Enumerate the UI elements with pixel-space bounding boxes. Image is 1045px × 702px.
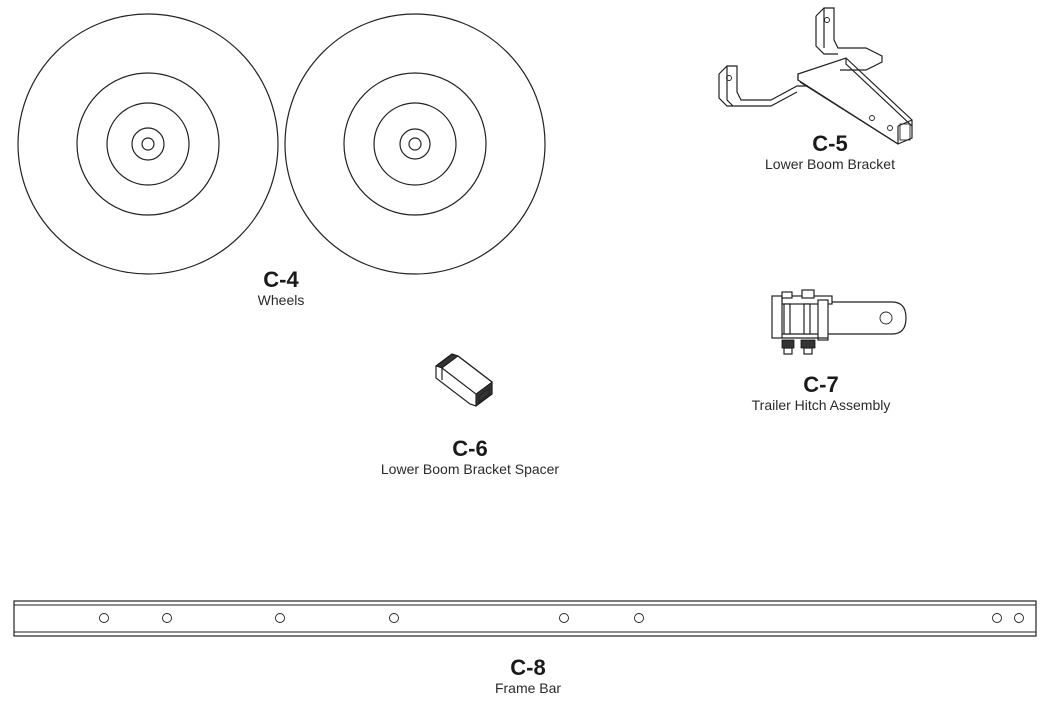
part-code: C-5 bbox=[812, 131, 848, 156]
frame-bar-hole bbox=[99, 613, 109, 623]
frame-bar-hole bbox=[634, 613, 644, 623]
frame-bar-drawing bbox=[13, 600, 1037, 637]
part-label-c8: C-8 Frame Bar bbox=[495, 656, 561, 697]
wheel-left bbox=[17, 13, 279, 275]
part-name: Wheels bbox=[257, 292, 305, 308]
part-code: C-6 bbox=[452, 436, 488, 461]
part-code: C-8 bbox=[510, 655, 546, 680]
spacer-drawing bbox=[435, 353, 493, 407]
frame-bar-hole bbox=[389, 613, 399, 623]
part-label-c6: C-6 Lower Boom Bracket Spacer bbox=[381, 437, 559, 478]
lower-boom-bracket-drawing bbox=[718, 7, 913, 145]
frame-bar-hole bbox=[162, 613, 172, 623]
frame-bar-hole bbox=[1014, 613, 1024, 623]
frame-bar-hole bbox=[559, 613, 569, 623]
wheel-right bbox=[284, 13, 546, 275]
part-label-c7: C-7 Trailer Hitch Assembly bbox=[752, 373, 891, 414]
part-name: Trailer Hitch Assembly bbox=[751, 397, 891, 413]
frame-bar-hole bbox=[992, 613, 1002, 623]
part-name: Frame Bar bbox=[494, 680, 562, 696]
part-label-c4: C-4 Wheels bbox=[258, 268, 305, 309]
part-name: Lower Boom Bracket Spacer bbox=[380, 461, 560, 477]
trailer-hitch-drawing bbox=[771, 289, 907, 355]
part-name: Lower Boom Bracket bbox=[765, 156, 895, 172]
part-label-c5: C-5 Lower Boom Bracket bbox=[765, 132, 895, 173]
part-code: C-4 bbox=[263, 267, 299, 292]
part-code: C-7 bbox=[803, 372, 839, 397]
frame-bar-hole bbox=[275, 613, 285, 623]
